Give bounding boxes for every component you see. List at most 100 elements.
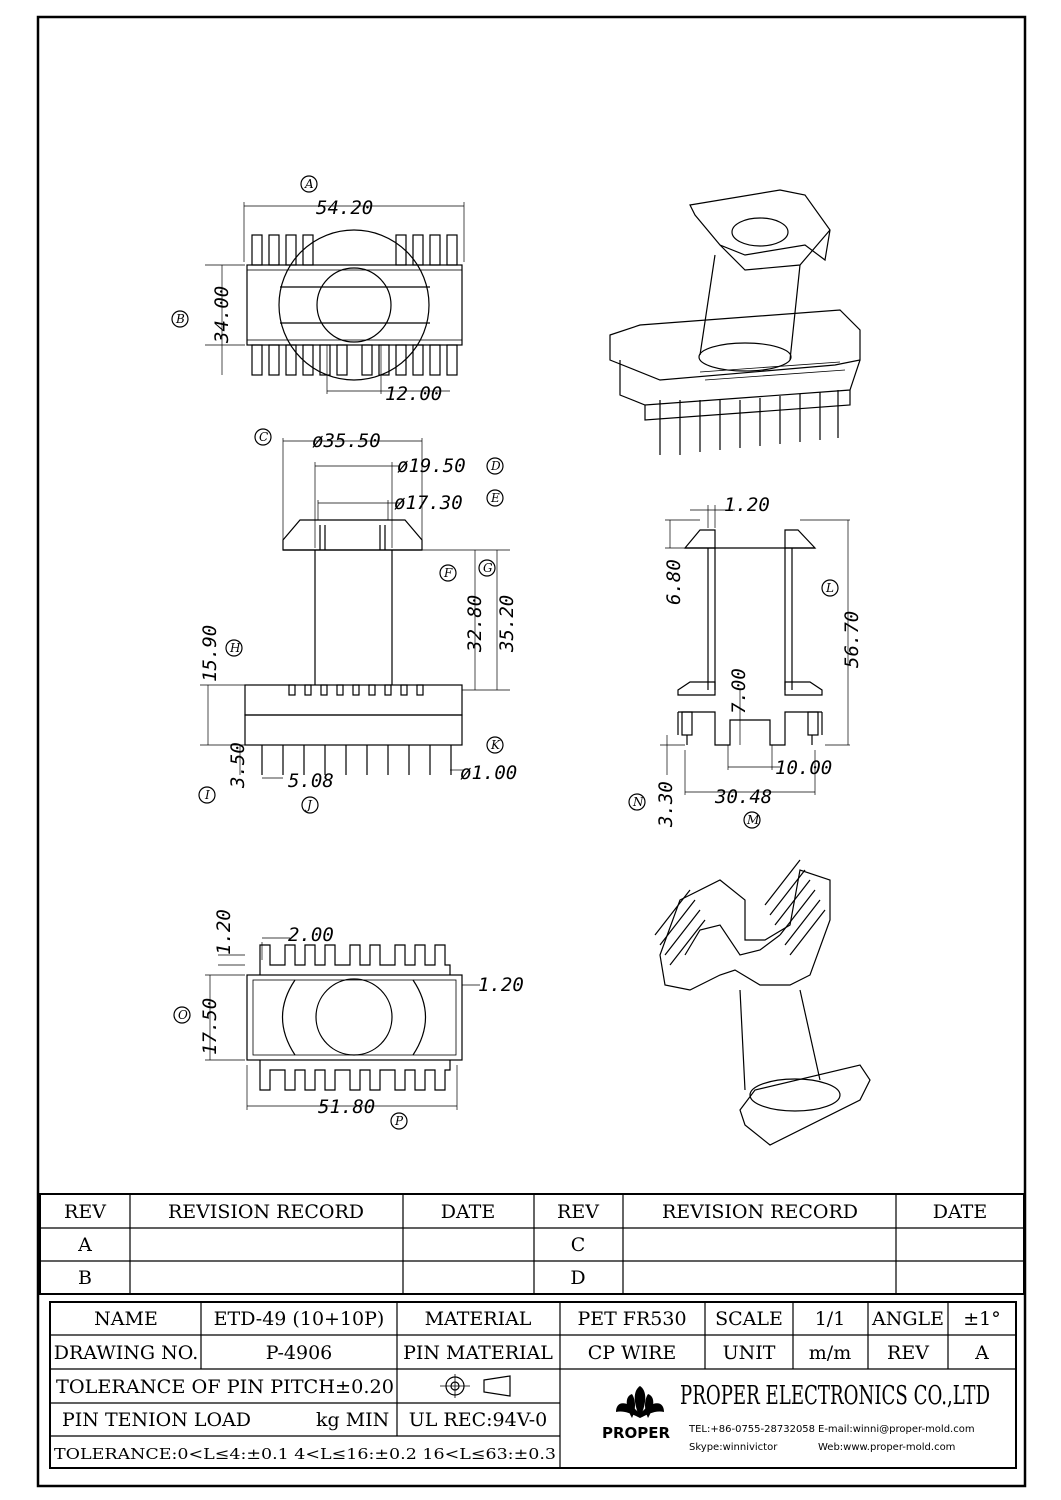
pin-material-value: CP WIRE [588, 1342, 677, 1364]
rev-row-a: A [77, 1234, 92, 1256]
top-view-upper-pins [251, 234, 458, 266]
marker-o: O [178, 1008, 188, 1022]
dim-mid-height: 7.00 [728, 668, 750, 714]
dim-top-width: 54.20 [316, 197, 373, 219]
side-view [660, 505, 850, 795]
dim-pin-length: 3.50 [227, 742, 249, 789]
dim-height-g: 35.20 [496, 595, 518, 653]
dim-flange-thickness: 1.20 [724, 494, 770, 516]
dim-top-center: 12.00 [385, 383, 442, 405]
company-name: PROPER ELECTRONICS CO.,LTD [680, 1381, 990, 1411]
marker-b: B [175, 312, 185, 326]
marker-a: A [304, 177, 314, 191]
marker-l: L [825, 581, 834, 595]
marker-g: G [483, 561, 493, 575]
marker-f: F [443, 566, 453, 580]
dim-bottom-width: 51.80 [318, 1096, 375, 1118]
title-block [49, 1301, 1017, 1469]
rev-row-d: D [570, 1267, 585, 1289]
bottom-view-upper-slots [259, 944, 451, 975]
dim-height-f: 32.80 [464, 595, 486, 653]
tolerance-pin-pitch: TOLERANCE OF PIN PITCH±0.20 [56, 1376, 394, 1398]
dim-row-spacing: 30.48 [714, 786, 772, 808]
dim-slot-width: 2.00 [288, 924, 334, 946]
dim-pin-dia: ø1.00 [460, 762, 517, 784]
dim-inner-dia: ø17.30 [394, 492, 463, 514]
pin-material-label: PIN MATERIAL [403, 1342, 553, 1364]
drawing-no-label: DRAWING NO. [54, 1342, 199, 1364]
dim-flange-dia: ø35.50 [312, 430, 381, 452]
scale-value: 1/1 [815, 1308, 846, 1330]
marker-j: J [304, 798, 313, 812]
marker-c: C [259, 430, 268, 444]
logo-text: PROPER [602, 1424, 671, 1442]
ul-rec: UL REC:94V-0 [409, 1409, 547, 1431]
bottom-view-core [315, 978, 393, 1056]
rev-row-c: C [571, 1234, 586, 1256]
rev-label: REV [887, 1342, 929, 1364]
company-email: E-mail:winni@proper-mold.com [818, 1424, 975, 1435]
marker-k: K [490, 738, 501, 752]
top-view [205, 202, 465, 394]
isometric-view-top [609, 189, 861, 455]
bottom-view [205, 937, 480, 1110]
dim-pin-pitch: 5.08 [288, 770, 334, 792]
dim-wall: 1.20 [478, 974, 524, 996]
name-value: ETD-49 (10+10P) [214, 1308, 385, 1330]
angle-label: ANGLE [871, 1308, 944, 1330]
rev-row-b: B [78, 1267, 92, 1289]
general-tolerance: TOLERANCE:0<L≤4:±0.1 4<L≤16:±0.2 16<L≤63… [54, 1445, 556, 1463]
unit-label: UNIT [723, 1342, 776, 1364]
top-view-flange [278, 229, 430, 381]
date-header-1: DATE [441, 1201, 495, 1223]
material-value: PET FR530 [577, 1308, 686, 1330]
revision-table [39, 1193, 1025, 1295]
dim-top-section: 6.80 [663, 559, 685, 605]
company-logo [616, 1386, 664, 1418]
marker-n: N [632, 795, 644, 809]
rev-header-1: REV [64, 1201, 106, 1223]
top-view-lower-pins [251, 344, 458, 376]
dim-core-width: 10.00 [775, 757, 832, 779]
company-tel: TEL:+86-0755-28732058 [688, 1424, 815, 1435]
rev-value: A [974, 1342, 989, 1364]
marker-d: D [490, 459, 501, 473]
date-header-2: DATE [933, 1201, 987, 1223]
isometric-pins-bottom [654, 859, 826, 966]
sheet-border [36, 15, 1027, 1488]
company-skype: Skype:winnivictor [689, 1442, 778, 1453]
dim-core-dia: ø19.50 [397, 455, 466, 477]
revision-record-header-1: REVISION RECORD [168, 1201, 364, 1223]
scale-label: SCALE [715, 1308, 783, 1330]
marker-h: H [229, 641, 241, 655]
dim-tab-height: 1.20 [213, 909, 235, 955]
bottom-view-lower-slots [259, 1060, 451, 1091]
drawing-no-value: P-4906 [266, 1342, 333, 1364]
dim-side-pin: 3.30 [655, 781, 677, 828]
isometric-pins [659, 390, 839, 455]
front-view-pins [261, 745, 452, 775]
isometric-view-bottom [654, 859, 871, 1146]
front-view-slots [288, 684, 424, 696]
dim-total-height: 56.70 [841, 611, 863, 668]
pin-tension-label: PIN TENION LOAD [62, 1409, 251, 1431]
dim-height-h: 15.90 [199, 625, 221, 682]
reference-markers [171, 175, 839, 1130]
front-view [200, 438, 510, 779]
marker-p: P [394, 1114, 404, 1128]
marker-e: E [490, 491, 500, 505]
angle-value: ±1° [963, 1308, 1001, 1330]
marker-i: I [204, 788, 210, 802]
rev-header-2: REV [557, 1201, 599, 1223]
marker-m: M [746, 813, 760, 827]
name-label: NAME [94, 1308, 158, 1330]
unit-value: m/m [809, 1342, 851, 1364]
dim-top-height: 34.00 [211, 286, 233, 344]
company-web: Web:www.proper-mold.com [818, 1442, 955, 1453]
dim-bottom-height: 17.50 [199, 998, 221, 1055]
top-view-core [316, 267, 392, 343]
pin-tension-unit: kg MIN [316, 1409, 389, 1431]
material-label: MATERIAL [425, 1308, 532, 1330]
